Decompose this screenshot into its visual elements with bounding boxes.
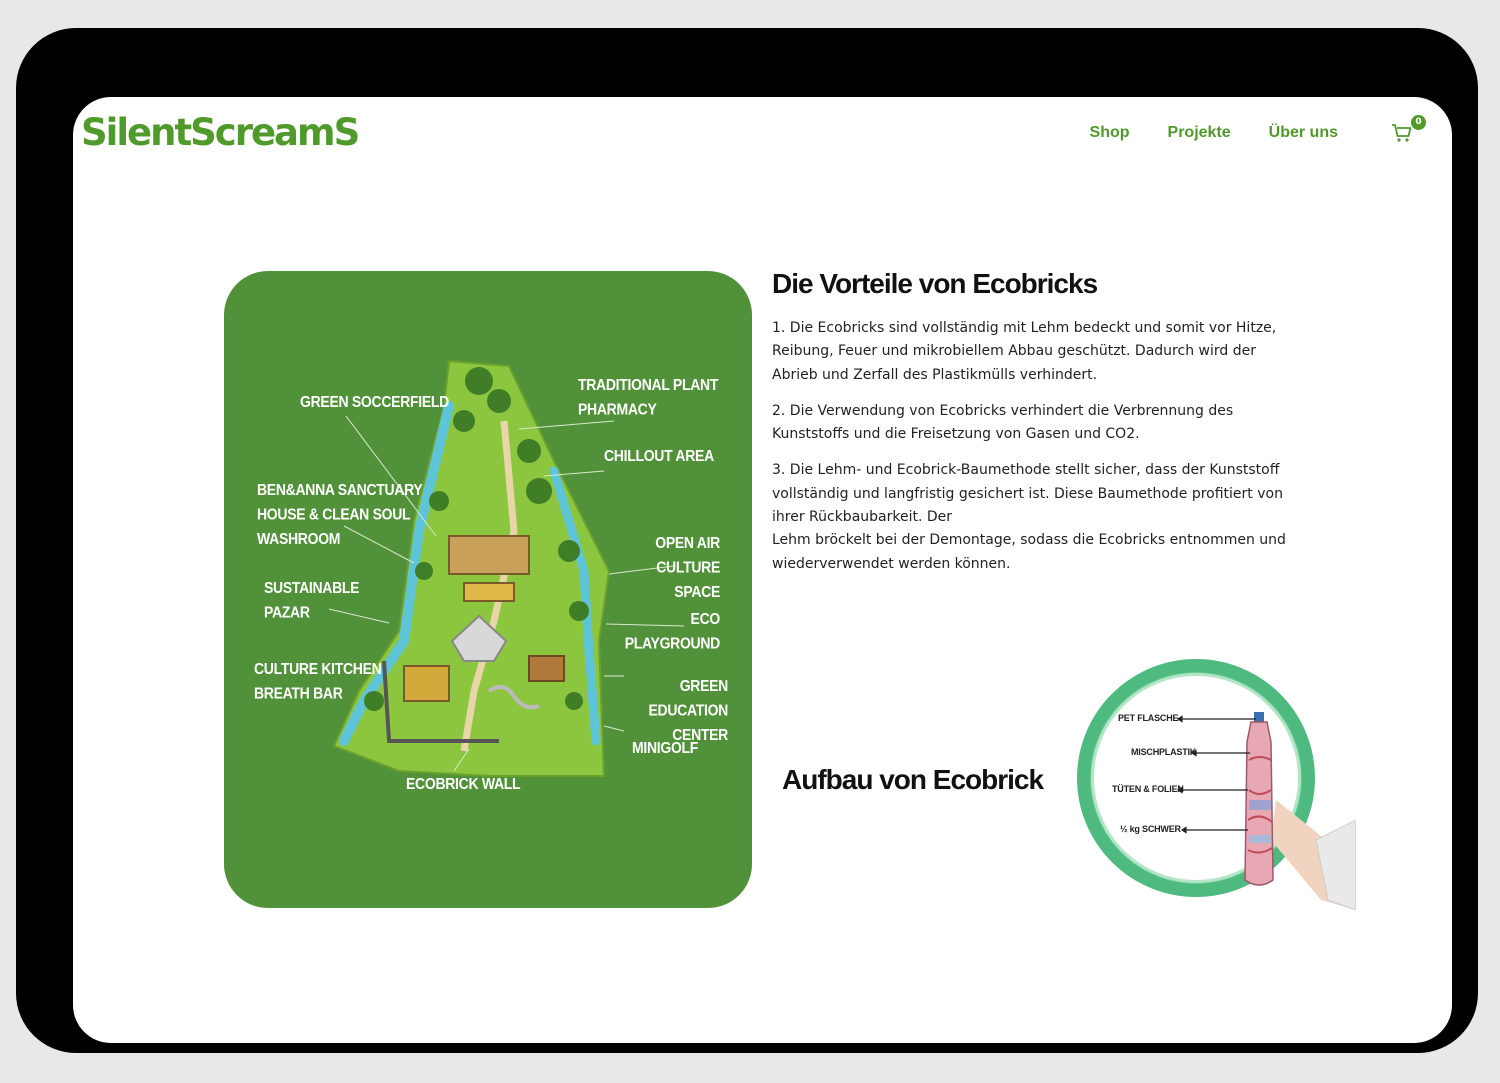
ecobrick-structure-heading: Aufbau von Ecobrick: [782, 764, 1044, 795]
benefit-paragraph: 2. Die Verwendung von Ecobricks verhinde…: [772, 402, 1234, 443]
cart-count-badge: 0: [1411, 115, 1426, 130]
map-label-culture-kitchen: CULTURE KITCHEN BREATH BAR: [254, 659, 382, 702]
benefit-paragraph: Lehm bröckelt bei der Demontage, sodass …: [772, 532, 1286, 572]
benefits-heading: Die Vorteile von Ecobricks: [772, 268, 1098, 299]
ecobrick-label-gewicht: ½ kg SCHWER: [1120, 824, 1181, 834]
benefits-text: 1. Die Ecobricks sind vollständig mit Le…: [772, 317, 1302, 589]
ecovillage-map-card: GREEN SOCCERFIELD TRADITIONAL PLANT PHAR…: [224, 271, 752, 908]
browser-viewport: SilentScreamS Shop Projekte Über uns 0: [73, 97, 1452, 1043]
map-label-green-soccerfield: GREEN SOCCERFIELD: [300, 392, 449, 411]
ecobrick-diagram: PET FLASCHE MISCHPLASTIK TÜTEN & FOLIEN …: [1066, 650, 1357, 911]
map-label-eco-playground: ECO PLAYGROUND: [624, 609, 721, 652]
map-label-open-air-culture-space: OPEN AIR CULTURE SPACE: [655, 533, 720, 601]
nav-ueber-uns[interactable]: Über uns: [1268, 124, 1338, 141]
nav-shop[interactable]: Shop: [1089, 124, 1130, 141]
ecovillage-map-illustration: [328, 359, 685, 777]
ecobrick-label-pet-flasche: PET FLASCHE: [1118, 713, 1179, 723]
silentscreams-logo[interactable]: SilentScreamS: [81, 111, 360, 154]
ecobrick-bottle-illustration: [1077, 659, 1357, 911]
map-label-traditional-plant-pharmacy: TRADITIONAL PLANT PHARMACY: [578, 375, 719, 418]
benefit-paragraph: 3. Die Lehm- und Ecobrick-Baumethode ste…: [772, 462, 1283, 526]
map-label-chillout-area: CHILLOUT AREA: [604, 446, 714, 465]
map-label-green-education-center: GREEN EDUCATION CENTER: [648, 676, 729, 744]
benefit-paragraph: 1. Die Ecobricks sind vollständig mit Le…: [772, 320, 1277, 383]
map-label-ecobrick-wall: ECOBRICK WALL: [406, 774, 521, 793]
map-label-sustainable-pazar: SUSTAINABLE PAZAR: [264, 578, 360, 621]
ecobrick-label-mischplastik: MISCHPLASTIK: [1131, 747, 1197, 757]
shopping-cart-icon[interactable]: [1390, 121, 1414, 145]
tablet-frame: SilentScreamS Shop Projekte Über uns 0: [16, 28, 1478, 1053]
ecobrick-label-tueten-folien: TÜTEN & FOLIEN: [1112, 784, 1184, 794]
nav-projekte[interactable]: Projekte: [1167, 124, 1231, 141]
map-label-minigolf: MINIGOLF: [632, 738, 699, 757]
map-label-sanctuary-house: BEN&ANNA SANCTUARY HOUSE & CLEAN SOUL WA…: [257, 480, 423, 548]
main-nav: Shop Projekte Über uns: [1090, 124, 1338, 142]
